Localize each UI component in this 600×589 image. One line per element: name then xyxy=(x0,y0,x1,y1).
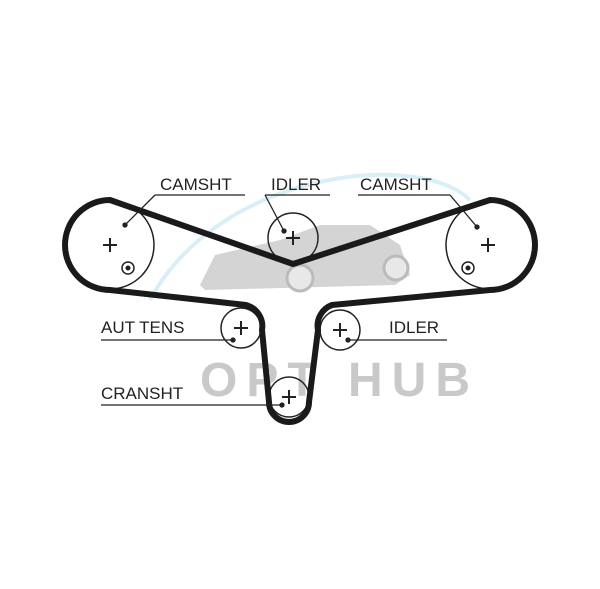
plus-icon xyxy=(103,238,117,252)
car-wheel-icon xyxy=(382,254,410,282)
label-auto-tensioner: AUT TENS xyxy=(101,318,184,337)
watermark-text: OPT HUB xyxy=(200,354,479,407)
center-marks xyxy=(103,231,495,404)
plus-icon xyxy=(234,321,248,335)
label-camshaft-left: CAMSHT xyxy=(160,175,232,194)
timing-mark-icon xyxy=(461,261,475,275)
label-crankshaft: CRANSHT xyxy=(101,384,183,403)
label-camshaft-right: CAMSHT xyxy=(360,175,432,194)
car-wheel-icon xyxy=(285,263,315,293)
leader-lines xyxy=(101,194,480,408)
label-idler-right: IDLER xyxy=(389,318,439,337)
timing-mark-icon xyxy=(121,261,135,275)
watermark-arc xyxy=(148,172,472,301)
plus-icon xyxy=(286,231,300,245)
timing-marks xyxy=(121,261,475,275)
label-idler-top: IDLER xyxy=(271,175,321,194)
plus-icon xyxy=(333,323,347,337)
timing-belt xyxy=(62,197,538,425)
plus-icon xyxy=(481,238,495,252)
plus-icon xyxy=(282,390,296,404)
